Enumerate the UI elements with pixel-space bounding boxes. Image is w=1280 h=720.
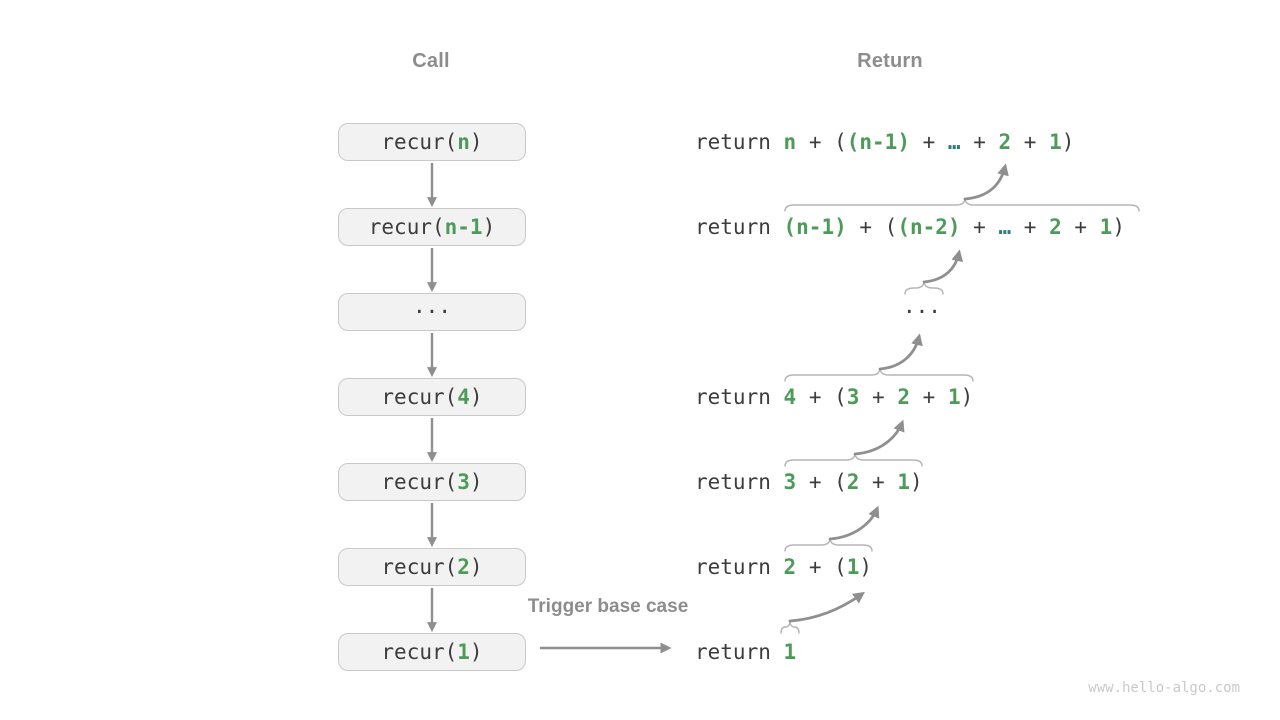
code-segment: ) — [469, 385, 483, 409]
code-segment: + — [910, 385, 948, 409]
call-column-heading: Call — [412, 50, 450, 72]
code-segment: return — [695, 470, 784, 494]
code-segment: 2 — [998, 130, 1012, 154]
expression-brace — [784, 452, 923, 467]
code-segment: + — [960, 130, 999, 154]
code-segment: + ( — [796, 555, 847, 579]
return-flow-arrow — [828, 505, 880, 541]
code-segment: return — [695, 555, 784, 579]
watermark: www.hello-algo.com — [1088, 680, 1240, 696]
return-statement: return 1 — [695, 639, 796, 665]
code-segment: recur( — [381, 385, 458, 409]
code-segment: + — [909, 130, 948, 154]
expression-brace — [780, 619, 800, 634]
code-segment: 2 — [783, 555, 797, 579]
code-segment: return — [695, 640, 784, 664]
return-flow-arrow — [922, 249, 964, 284]
code-segment: ) — [469, 640, 483, 664]
code-segment: 2 — [1049, 215, 1062, 239]
code-segment: (n-1) — [783, 215, 847, 239]
expression-brace — [904, 280, 944, 295]
code-segment: 1 — [457, 640, 470, 664]
return-flow-arrow — [878, 333, 923, 371]
trigger-base-case-label: Trigger base case — [527, 596, 689, 617]
code-segment: + — [859, 385, 898, 409]
return-statement: return n + ((n-1) + … + 2 + 1) — [695, 129, 1074, 155]
call-box: recur(2) — [338, 548, 526, 586]
code-segment: ) — [859, 555, 873, 579]
code-segment: (n-2) — [897, 215, 961, 239]
code-segment: 1 — [1099, 215, 1113, 239]
expression-brace — [784, 197, 1140, 212]
code-segment: return — [695, 385, 784, 409]
code-segment: recur( — [381, 555, 458, 579]
code-segment: 4 — [457, 385, 470, 409]
code-segment: 1 — [846, 555, 860, 579]
code-segment: ) — [910, 470, 923, 494]
return-statement: return 3 + (2 + 1) — [695, 469, 923, 495]
call-box: recur(4) — [338, 378, 526, 416]
expression-brace — [784, 537, 873, 552]
return-statement: return 4 + (3 + 2 + 1) — [695, 384, 973, 410]
code-segment: 4 — [783, 385, 797, 409]
code-segment: ) — [469, 470, 483, 494]
code-segment: 2 — [846, 470, 860, 494]
return-flow-arrow — [853, 419, 905, 456]
code-segment: + ( — [846, 215, 898, 239]
code-segment: ) — [1061, 130, 1075, 154]
code-segment: 2 — [457, 555, 470, 579]
code-segment: + — [859, 470, 898, 494]
code-segment: 2 — [897, 385, 910, 409]
code-segment: ) — [482, 215, 496, 239]
code-segment: 1 — [1049, 130, 1062, 154]
code-segment: + — [1011, 215, 1050, 239]
code-segment: ) — [469, 130, 483, 154]
code-segment: return — [695, 215, 784, 239]
call-box: recur(3) — [338, 463, 526, 501]
code-segment: recur( — [381, 130, 458, 154]
code-segment: recur( — [381, 470, 458, 494]
code-segment: 1 — [783, 640, 797, 664]
return-flow-arrow — [788, 591, 865, 623]
call-box: recur(n) — [338, 123, 526, 161]
code-segment: ) — [960, 385, 974, 409]
code-segment: + ( — [796, 385, 847, 409]
code-segment: recur( — [368, 215, 445, 239]
return-statement: return (n-1) + ((n-2) + … + 2 + 1) — [695, 214, 1125, 240]
code-segment: 3 — [783, 470, 797, 494]
code-segment: ) — [469, 555, 483, 579]
code-segment: return — [695, 130, 784, 154]
code-segment: 3 — [846, 385, 860, 409]
code-segment: + — [960, 215, 999, 239]
code-segment: + — [1061, 215, 1100, 239]
code-segment: ··· — [413, 300, 451, 324]
code-segment: (n-1) — [846, 130, 910, 154]
code-segment: n-1 — [444, 215, 483, 239]
code-segment: + ( — [796, 470, 847, 494]
code-segment: n — [783, 130, 797, 154]
code-segment: … — [998, 215, 1012, 239]
code-segment: ··· — [903, 300, 941, 324]
code-segment: 1 — [947, 385, 961, 409]
code-segment: n — [457, 130, 470, 154]
code-segment: + — [1011, 130, 1050, 154]
return-statement: return 2 + (1) — [695, 554, 872, 580]
call-box: recur(n-1) — [338, 208, 526, 246]
code-segment: 3 — [457, 470, 470, 494]
code-segment: recur( — [381, 640, 458, 664]
return-ellipsis: ··· — [903, 299, 941, 325]
code-segment: 1 — [897, 470, 910, 494]
call-box: recur(1) — [338, 633, 526, 671]
code-segment: + ( — [796, 130, 847, 154]
call-box-ellipsis: ··· — [338, 293, 526, 331]
return-column-heading: Return — [857, 50, 923, 72]
return-flow-arrow — [963, 163, 1009, 201]
code-segment: ) — [1112, 215, 1125, 239]
expression-brace — [784, 367, 974, 382]
code-segment: … — [947, 130, 961, 154]
